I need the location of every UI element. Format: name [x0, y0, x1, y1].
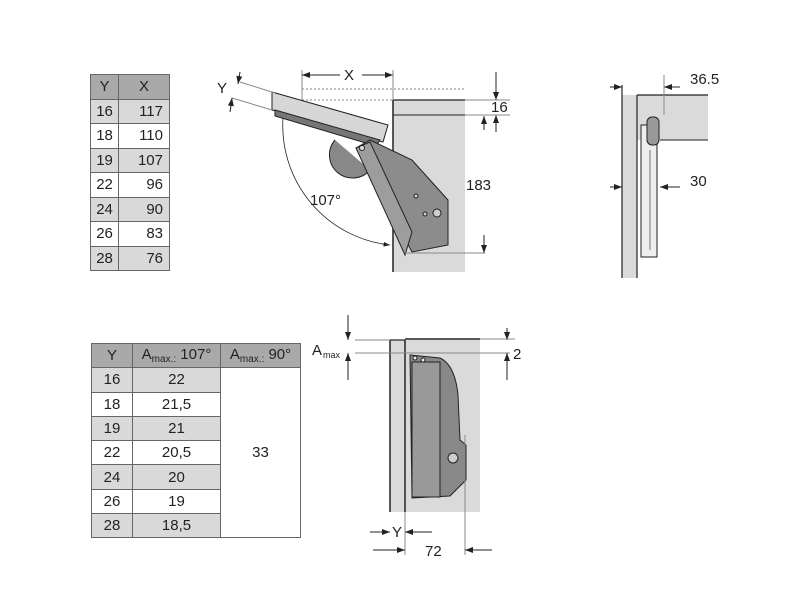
cell-y: 18: [89, 123, 120, 149]
cell-amax: 20: [132, 464, 221, 490]
cell-amax: 22: [132, 367, 221, 393]
header-y: Y: [91, 342, 133, 369]
header-amax-107: Amax.: 107°: [132, 342, 221, 369]
cell-amax-90: 33: [220, 367, 301, 539]
cell-y: 24: [91, 464, 133, 490]
x-dimension-label: X: [344, 67, 354, 84]
angle: 90°: [268, 346, 292, 364]
amax-sub-label: max: [323, 350, 341, 360]
cell-x: 90: [118, 196, 170, 222]
a-sub: max.:: [151, 354, 177, 366]
dim-183-label: 183: [466, 177, 491, 194]
cell-amax: 18,5: [132, 513, 221, 539]
cell-x: 110: [118, 123, 170, 149]
dim-30-label: 30: [690, 173, 707, 190]
amax-label: A: [312, 342, 322, 359]
header-amax-90: Amax.: 90°: [220, 342, 301, 369]
cell-y: 16: [91, 367, 133, 393]
y-dimension-label: Y: [217, 80, 227, 97]
front-view-drawing: [345, 315, 515, 555]
cell-y: 24: [89, 196, 120, 222]
cell-amax: 21,5: [132, 391, 221, 417]
cell-y: 22: [91, 440, 133, 466]
cell-x: 76: [118, 245, 170, 271]
dim-2-label: 2: [513, 346, 521, 363]
top-view-drawing: [610, 75, 708, 278]
side-view-drawing: [227, 70, 510, 272]
dim-36-5-label: 36.5: [690, 71, 719, 88]
y-dimension-label: Y: [392, 524, 402, 541]
cell-y: 19: [89, 147, 120, 173]
cell-x: 117: [118, 98, 170, 124]
cell-x: 83: [118, 221, 170, 247]
cell-x: 107: [118, 147, 170, 173]
cell-y: 16: [89, 98, 120, 124]
cell-y: 26: [89, 221, 120, 247]
a-label: A: [141, 346, 152, 364]
a-sub: max.:: [239, 354, 265, 366]
cell-y: 19: [91, 415, 133, 442]
cell-amax: 21: [132, 415, 221, 442]
dim-72-label: 72: [425, 543, 442, 560]
cell-y: 28: [91, 513, 133, 539]
dim-16-label: 16: [491, 99, 508, 116]
header-y: Y: [89, 74, 120, 100]
header-x: X: [118, 74, 170, 100]
a-label: A: [229, 346, 240, 364]
cell-y: 26: [91, 488, 133, 515]
cell-y: 28: [89, 245, 120, 271]
cell-amax: 20,5: [132, 440, 221, 466]
angle: 107°: [180, 346, 212, 364]
angle-label: 107°: [310, 192, 341, 209]
